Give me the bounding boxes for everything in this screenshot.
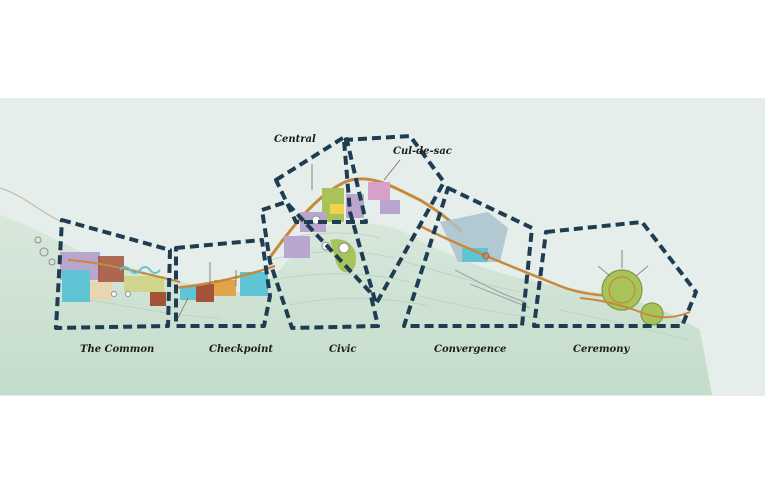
zone-outline-the-common — [54, 218, 172, 330]
ceremony-detail — [579, 250, 691, 326]
zone-outline-ceremony — [532, 220, 698, 328]
zone-label-central: Central — [274, 134, 316, 145]
zone-outline-cul-de-sac — [342, 134, 446, 306]
zone-outline-civic — [260, 200, 380, 330]
zone-label-cul-de-sac: Cul-de-sac — [393, 146, 452, 157]
zone-outline-convergence — [402, 186, 534, 328]
checkpoint-detail — [174, 262, 276, 319]
coastline-left — [0, 187, 63, 223]
zone-label-the-common: The Common — [80, 344, 154, 355]
central-civic-detail — [266, 159, 464, 273]
convergence-detail — [419, 212, 621, 309]
zone-outline-checkpoint — [174, 238, 272, 328]
zone-outlines — [54, 134, 698, 330]
land-mass — [0, 215, 712, 395]
the-common-detail — [34, 236, 181, 306]
zone-label-checkpoint: Checkpoint — [209, 344, 273, 355]
zone-label-civic: Civic — [329, 344, 356, 355]
zone-label-convergence: Convergence — [434, 344, 506, 355]
zone-label-ceremony: Ceremony — [573, 344, 630, 355]
